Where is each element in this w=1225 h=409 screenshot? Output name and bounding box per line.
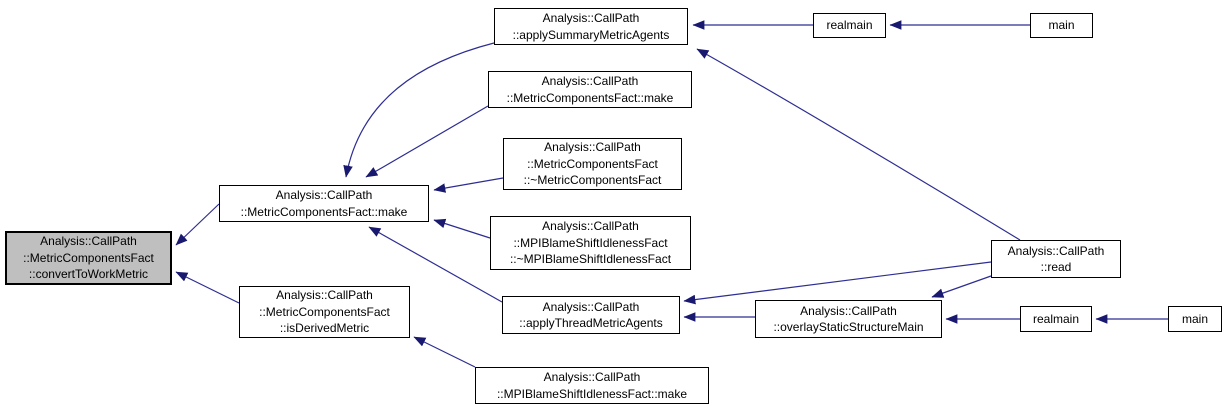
edge-read-to-applythread xyxy=(683,261,992,305)
node-label-line: ::read xyxy=(1040,260,1072,274)
node-metric-components-fact-destructor[interactable]: Analysis::CallPath ::MetricComponentsFac… xyxy=(503,138,682,190)
node-label-line: ::MetricComponentsFact::make xyxy=(506,90,674,105)
node-metric-components-fact-make[interactable]: Analysis::CallPath ::MetricComponentsFac… xyxy=(219,185,429,222)
node-label-line: ::~MPIBlameShiftIdlenessFact xyxy=(509,252,672,267)
node-label-line: Analysis::CallPath xyxy=(542,219,639,234)
edge-applysummary-to-make xyxy=(343,42,495,178)
node-label-line: Analysis::CallPath xyxy=(543,370,641,384)
edge-mpidtor-to-make xyxy=(433,218,491,239)
node-label-line: ::isDerivedMetric xyxy=(279,321,370,336)
node-apply-summary-metric-agents[interactable]: Analysis::CallPath ::applySummaryMetricA… xyxy=(494,8,688,45)
node-label-line: realmain xyxy=(1032,311,1080,326)
node-main-top[interactable]: main xyxy=(1030,13,1093,38)
node-mpi-blame-shift-idleness-fact-destructor[interactable]: Analysis::CallPath ::MPIBlameShiftIdlene… xyxy=(490,216,691,270)
edge-applythread-to-make xyxy=(368,226,503,303)
node-label-line: ::overlayStaticStructureMain xyxy=(773,320,924,334)
edge-make-to-convert xyxy=(175,203,220,246)
node-label-line: ::MetricComponentsFact::make xyxy=(240,204,408,219)
node-label-line: ::~MetricComponentsFact xyxy=(523,173,662,188)
edge-read-to-applysummary xyxy=(696,48,1021,241)
node-label-line: Analysis::CallPath xyxy=(542,299,640,314)
node-label-line: ::applyThreadMetricAgents xyxy=(519,316,663,330)
node-label-line: ::MetricComponentsFact xyxy=(23,250,154,265)
node-label-line: ::MPIBlameShiftIdlenessFact xyxy=(513,235,668,250)
node-convert-to-work-metric: Analysis::CallPath ::MetricComponentsFac… xyxy=(5,231,172,285)
node-realmain-bottom[interactable]: realmain xyxy=(1020,306,1092,332)
node-label-line: ::MetricComponentsFact xyxy=(259,304,390,319)
edge-mpimake-to-isderived xyxy=(413,336,476,368)
node-overlay-static-structure-main[interactable]: Analysis::CallPath ::overlayStaticStruct… xyxy=(755,300,942,338)
node-metric-components-fact-make-top[interactable]: Analysis::CallPath ::MetricComponentsFac… xyxy=(488,71,692,108)
node-main-bottom[interactable]: main xyxy=(1168,306,1222,332)
node-label-line: ::convertToWorkMetric xyxy=(28,267,149,282)
node-label-line: Analysis::CallPath xyxy=(275,188,373,202)
node-read[interactable]: Analysis::CallPath ::read xyxy=(991,240,1121,278)
node-label-line: ::MPIBlameShiftIdlenessFact::make xyxy=(496,386,688,401)
edge-read-to-overlay xyxy=(931,275,992,298)
edge-mcfdtor-to-make xyxy=(433,177,504,193)
node-mpi-blame-shift-idleness-fact-make[interactable]: Analysis::CallPath ::MPIBlameShiftIdlene… xyxy=(475,367,709,404)
node-is-derived-metric[interactable]: Analysis::CallPath ::MetricComponentsFac… xyxy=(239,286,410,338)
node-label-line: Analysis::CallPath xyxy=(544,140,641,155)
node-realmain-top[interactable]: realmain xyxy=(813,13,886,38)
node-apply-thread-metric-agents[interactable]: Analysis::CallPath ::applyThreadMetricAg… xyxy=(502,296,680,334)
node-label-line: Analysis::CallPath xyxy=(541,74,639,88)
edge-maketop-to-make xyxy=(365,105,489,178)
node-label-line: main xyxy=(1181,311,1208,326)
node-label-line: Analysis::CallPath xyxy=(276,288,373,303)
node-label-line: ::applySummaryMetricAgents xyxy=(512,27,670,42)
node-label-line: main xyxy=(1048,18,1075,33)
node-label-line: Analysis::CallPath xyxy=(800,303,897,318)
node-label-line: ::MetricComponentsFact xyxy=(527,156,658,171)
node-label-line: realmain xyxy=(826,18,873,33)
edge-isderived-to-convert xyxy=(175,271,240,304)
node-label-line: Analysis::CallPath xyxy=(1007,243,1105,258)
node-label-line: Analysis::CallPath xyxy=(542,11,640,25)
node-label-line: Analysis::CallPath xyxy=(40,234,137,249)
